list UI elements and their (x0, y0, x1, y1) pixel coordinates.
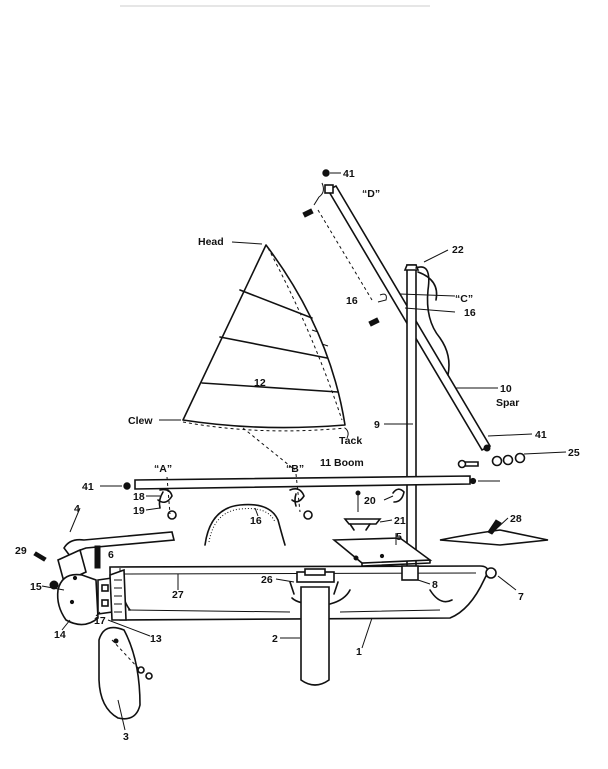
callout-3: 3 (123, 731, 129, 743)
hardware-25 (457, 452, 526, 469)
label-ref-b: “B” (286, 463, 304, 475)
fitting-a (157, 476, 177, 520)
screw-top (302, 208, 314, 218)
hook-d (313, 182, 324, 206)
callout-10: 10 (500, 383, 512, 395)
callout-13: 13 (150, 633, 162, 645)
cap-41-spar (483, 444, 491, 452)
pintle-assembly (97, 568, 127, 621)
sail-to-boom-dash (242, 427, 296, 471)
callout-7: 7 (518, 591, 524, 603)
callout-12: 12 (254, 377, 266, 389)
callout-5: 5 (396, 531, 402, 543)
callout-21: 21 (394, 515, 406, 527)
callout-9: 9 (374, 419, 380, 431)
daggerboard (300, 586, 330, 686)
cover-28 (439, 529, 549, 546)
rope-22-loop (417, 271, 438, 301)
label-ref-d: “D” (362, 188, 380, 200)
label-head: Head (198, 236, 224, 248)
sail (182, 244, 346, 432)
bow-eye-7 (485, 567, 497, 579)
rudder-blade-3 (98, 626, 141, 720)
label-ref-c: “C” (455, 293, 473, 305)
callout-29: 29 (15, 545, 27, 557)
label-clew: Clew (128, 415, 153, 427)
callout-16-hook: 16 (346, 295, 358, 307)
label-ref-a: “A” (154, 463, 172, 475)
callout-20: 20 (364, 495, 376, 507)
cap-41-boom (123, 482, 131, 490)
rope-16-mainsheet (204, 503, 286, 546)
label-boom: 11 Boom (320, 457, 364, 469)
bolt-29 (33, 551, 47, 562)
cap-41-top (322, 169, 330, 177)
callout-27: 27 (172, 589, 184, 601)
sail-batten-3 (201, 382, 339, 393)
callout-15: 15 (30, 581, 42, 593)
callout-28: 28 (510, 513, 522, 525)
fitting-b (289, 473, 313, 520)
hook-c (377, 293, 387, 303)
callout-1: 1 (356, 646, 362, 658)
trunk-cap-26 (289, 568, 339, 595)
callout-19: 19 (133, 505, 145, 517)
head-leader (231, 241, 263, 245)
mast-step-8 (401, 565, 419, 581)
callout-17: 17 (94, 615, 106, 627)
pin-6 (94, 545, 101, 569)
callout-26: 26 (261, 574, 273, 586)
callout-8: 8 (432, 579, 438, 591)
callout-16-rope: 16 (464, 307, 476, 319)
label-tack: Tack (339, 435, 362, 447)
screw-c (368, 317, 380, 327)
fitting-20 (392, 488, 405, 503)
sail-batten-2 (219, 336, 328, 359)
callout-16-sheet: 16 (250, 515, 262, 527)
tack-hook (344, 427, 349, 439)
callout-18: 18 (133, 491, 145, 503)
callout-41-spar: 41 (535, 429, 547, 441)
callout-41-top: 41 (343, 168, 355, 180)
callout-2: 2 (272, 633, 278, 645)
label-spar: Spar (496, 397, 519, 409)
boom (100, 475, 477, 490)
rope-16-mast (415, 266, 450, 376)
callout-22: 22 (452, 244, 464, 256)
callout-14: 14 (54, 629, 66, 641)
cleat-21 (343, 518, 382, 525)
callout-41-boom: 41 (82, 481, 94, 493)
callout-4: 4 (74, 503, 80, 515)
callout-25: 25 (568, 447, 580, 459)
callout-6: 6 (108, 549, 114, 561)
sail-batten-1 (239, 289, 313, 319)
rudder-head-14 (56, 573, 99, 626)
